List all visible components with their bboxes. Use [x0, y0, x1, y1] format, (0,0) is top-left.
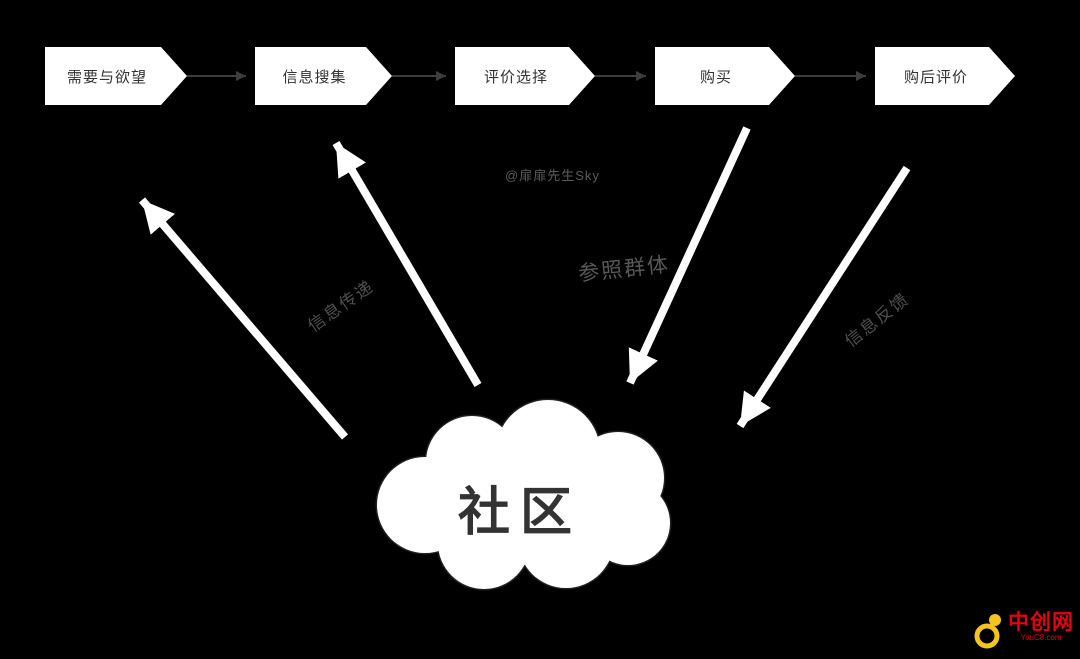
- arrow-purchase-to-cloud: [626, 126, 751, 385]
- cloud-label: 社区: [457, 484, 582, 542]
- cloud-shape: [375, 398, 672, 591]
- watermark-text: @扉扉先生Sky: [505, 168, 600, 183]
- logo-text: 中创网 YouC8.com: [1008, 611, 1074, 643]
- flow-step-label: 评价选择: [483, 68, 548, 86]
- flow-step-purchase: 购买: [655, 47, 795, 105]
- arrow-cloud-to-needs: [138, 197, 349, 440]
- flow-step-label: 信息搜集: [282, 68, 347, 86]
- logo-circles-icon: [974, 614, 1001, 649]
- logo-subtitle: YouC8.com: [1020, 633, 1062, 643]
- flow-step-evaluation: 评价选择: [455, 47, 595, 105]
- flow-step-post-purchase: 购后评价: [875, 47, 1015, 105]
- community-arrows: [138, 126, 911, 440]
- arrow-post-purchase-to-cloud: [736, 165, 911, 429]
- flow-step-label: 购后评价: [903, 68, 968, 86]
- flow-step-needs: 需要与欲望: [45, 47, 187, 105]
- flow-step-label: 需要与欲望: [66, 68, 147, 86]
- flow-step-info-search: 信息搜集: [255, 47, 392, 105]
- flow-step-label: 购买: [699, 68, 732, 86]
- logo-title: 中创网: [1008, 611, 1074, 634]
- arrow-cloud-to-info-search: [332, 140, 482, 388]
- site-logo: 中创网 YouC8.com: [974, 611, 1074, 651]
